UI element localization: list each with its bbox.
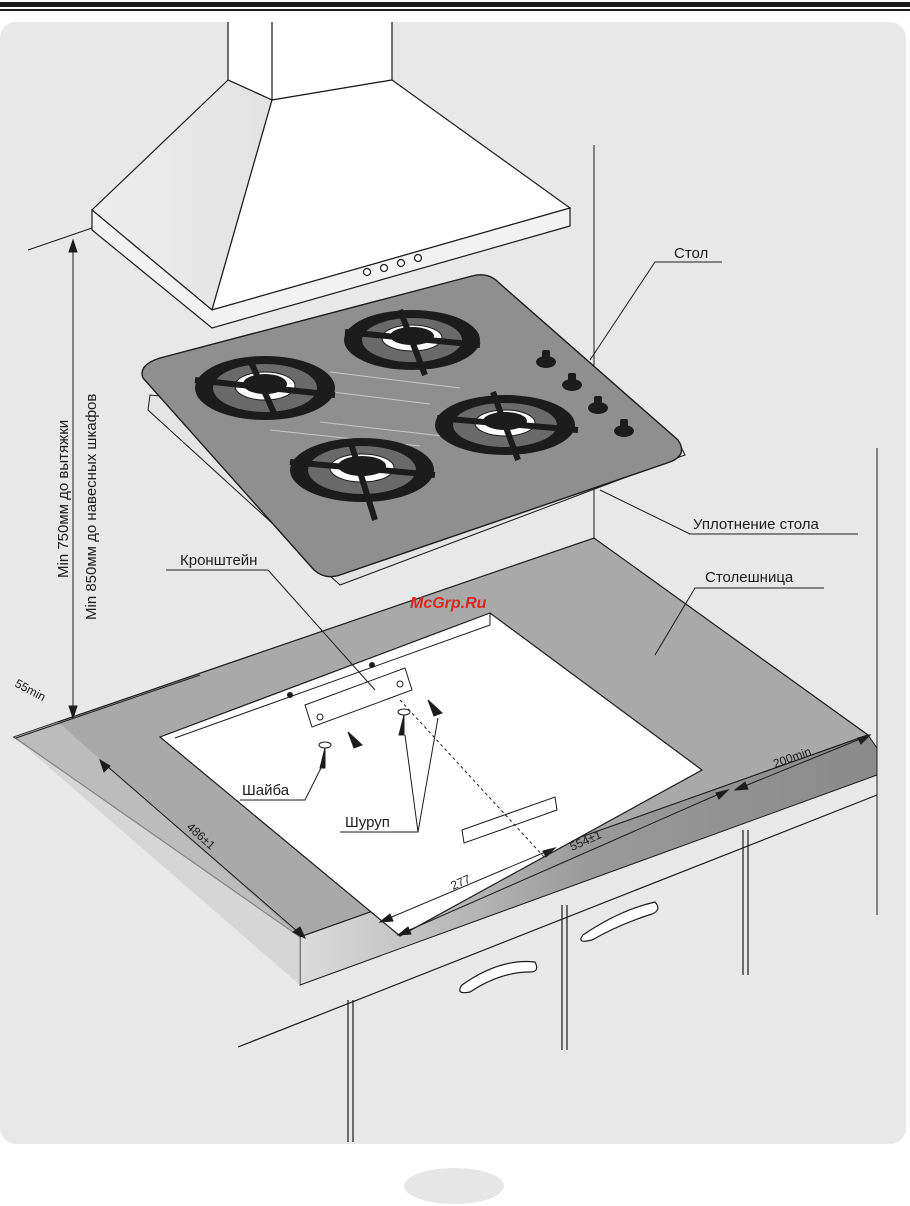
dimension-lines (15, 227, 872, 940)
cutout-inner-edge (174, 613, 491, 739)
dim-height-ext-bottom (15, 674, 201, 739)
installation-diagram: Стол Уплотнение стола Кронштейн Столешни… (13, 22, 878, 1142)
label-countertop: Столешница (705, 569, 794, 586)
burner-front-left (289, 438, 436, 521)
burner-back-left (194, 356, 336, 420)
pilot-hole-2 (369, 662, 375, 668)
label-screw: Шуруп (345, 814, 390, 831)
dim-height-arrow-top (68, 238, 78, 253)
washer-left (318, 741, 332, 749)
header-rule-thin (0, 9, 910, 11)
bracket-hole-1 (316, 713, 324, 721)
dim-side-line (734, 734, 871, 791)
label-hood-distance: Min 750мм до вытяжки (55, 420, 72, 578)
label-cabinet-distance: Min 850мм до навесных шкафов (83, 394, 100, 620)
dim-depth-arrow-b (292, 926, 307, 940)
leader-screw-b (417, 717, 439, 833)
knob-1-stem (542, 350, 550, 362)
knob-3-stem (594, 396, 602, 408)
leader-seal (599, 489, 858, 535)
control-knobs (536, 350, 634, 437)
hood-button-4 (413, 253, 423, 263)
dim-bracket-line (379, 847, 556, 923)
leader-washer (240, 759, 326, 801)
label-bracket: Кронштейн (180, 552, 257, 569)
dim-depth-arrow-a (99, 758, 111, 773)
bracket-left (304, 667, 413, 728)
range-hood (91, 22, 572, 329)
screw-right-shank (398, 714, 405, 736)
dim-side-arrow-a (733, 781, 749, 791)
dim-bracket-arrow-b (542, 847, 557, 858)
drawer-handle-left (459, 960, 538, 994)
leader-table (589, 261, 722, 361)
hood-button-2 (379, 263, 389, 273)
countertop-left-band (14, 722, 300, 985)
leader-countertop (654, 587, 824, 656)
dim-bracket-arrow-a (378, 913, 394, 923)
washer-right (397, 708, 411, 716)
label-table: Стол (674, 245, 708, 262)
pilot-hole-1 (287, 692, 293, 698)
hood-button-1 (362, 267, 372, 277)
dim-width-line (397, 789, 729, 936)
dim-side-arrow-b (857, 734, 872, 745)
header-rule (0, 0, 910, 12)
gas-hob (141, 274, 686, 586)
dim-width-arrow-a (396, 926, 412, 936)
label-table-seal: Уплотнение стола (693, 516, 820, 533)
illustration-panel: Стол Уплотнение стола Кронштейн Столешни… (0, 22, 906, 1144)
screw-loose-1 (347, 731, 363, 749)
cabinet-top-line (237, 794, 878, 1048)
bracket-hole-2 (396, 680, 404, 688)
dim-width-arrow-b (715, 789, 730, 800)
label-front-margin: 55min (13, 676, 48, 704)
cabinet (347, 830, 749, 1142)
label-washer: Шайба (242, 782, 290, 799)
leader-lines (166, 261, 858, 833)
page-number-badge (404, 1168, 504, 1204)
screw-loose-2 (427, 699, 443, 717)
watermark: McGrp.Ru (410, 595, 487, 612)
dim-height-arrow-bottom (68, 705, 78, 720)
dim-depth-line (99, 759, 306, 939)
drawer-handle-right (580, 901, 659, 942)
dim-height-ext-top (27, 227, 93, 251)
hood-button-3 (396, 258, 406, 268)
knob-2-stem (568, 373, 576, 385)
burner-front-right (435, 390, 579, 462)
hob-cutout (158, 612, 704, 937)
header-rule-thick (0, 2, 910, 7)
hood-base (91, 207, 571, 329)
burner-back-right (344, 308, 481, 377)
leader-bracket-b (267, 569, 376, 691)
knob-4-stem (620, 419, 628, 431)
